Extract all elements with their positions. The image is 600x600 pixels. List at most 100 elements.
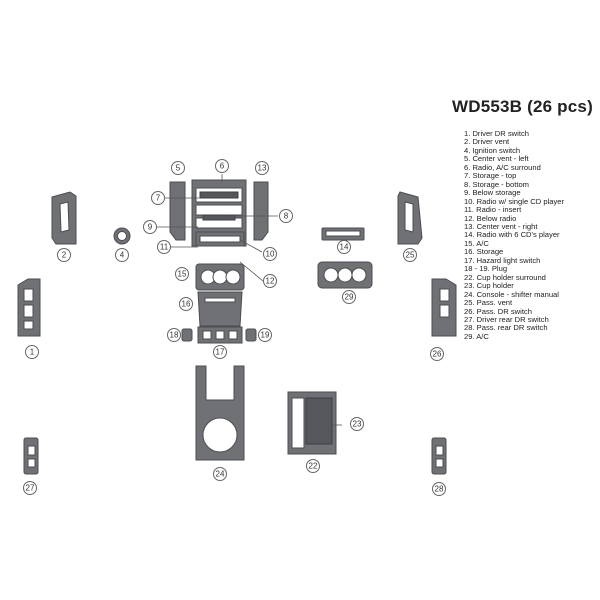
svg-text:22: 22 [309, 462, 318, 471]
callout-1: 1 [25, 345, 39, 359]
part-center-vent-right [253, 181, 269, 241]
callout-25: 25 [403, 248, 417, 262]
legend-item: 22. Cup holder surround [464, 272, 546, 282]
svg-text:15: 15 [178, 270, 187, 279]
legend-item: 24. Console - shifter manual [464, 289, 559, 299]
legend-item: 26. Pass. DR switch [464, 306, 532, 316]
svg-text:16: 16 [182, 300, 191, 309]
callout-26: 26 [430, 347, 444, 361]
legend-item: 11. Radio - insert [464, 205, 522, 215]
legend-item: 7. Storage - top [464, 171, 517, 181]
parts-legend: 1. Driver DR switch 2. Driver vent 4. Ig… [464, 129, 565, 341]
part-ac-2 [317, 261, 373, 289]
svg-text:8: 8 [284, 212, 289, 221]
callout-12: 12 [263, 274, 277, 288]
legend-item: 1. Driver DR switch [464, 129, 529, 138]
legend-item: 14. Radio with 6 CD's player [464, 230, 560, 240]
callout-8: 8 [279, 209, 293, 223]
callout-15: 15 [175, 267, 189, 281]
svg-text:7: 7 [156, 194, 161, 203]
callout-10: 10 [263, 247, 277, 261]
svg-text:19: 19 [261, 331, 270, 340]
part-ignition-switch [113, 227, 131, 245]
callout-24: 24 [213, 467, 227, 481]
legend-item: 23. Cup holder [464, 281, 514, 291]
svg-text:10: 10 [266, 250, 275, 259]
svg-text:1: 1 [30, 348, 35, 357]
callout-23: 23 [350, 417, 364, 431]
callout-6: 6 [215, 159, 229, 173]
part-ac [195, 263, 245, 291]
part-plug-left [181, 328, 193, 342]
legend-item: 13. Center vent - right [464, 221, 538, 231]
legend-item: 25. Pass. vent [464, 298, 513, 308]
svg-text:17: 17 [216, 348, 225, 357]
legend-item: 17. Hazard light switch [464, 255, 541, 265]
svg-text:26: 26 [433, 350, 442, 359]
part-hazard-light-switch [197, 326, 243, 344]
svg-text:5: 5 [176, 164, 181, 173]
part-pass-dr-switch [431, 278, 457, 337]
callout-5: 5 [171, 161, 185, 175]
svg-text:2: 2 [62, 251, 67, 260]
part-driver-rear-dr-switch [23, 437, 39, 475]
part-center-vent-left [169, 181, 186, 241]
part-plug-right [245, 328, 257, 342]
callout-2: 2 [57, 248, 71, 262]
legend-item: 4. Ignition switch [464, 145, 521, 155]
part-radio-single-cd [195, 231, 245, 247]
part-driver-dr-switch [17, 278, 41, 337]
leader-lines [157, 174, 342, 426]
legend-item: 18 - 19. Plug [464, 264, 508, 274]
svg-text:11: 11 [160, 243, 169, 252]
legend-item: 10. Radio w/ single CD player [464, 196, 565, 206]
svg-text:23: 23 [353, 420, 362, 429]
legend-item: 15. A/C [464, 238, 489, 248]
callout-16: 16 [179, 297, 193, 311]
part-pass-vent [397, 191, 423, 245]
legend-item: 2. Driver vent [464, 137, 510, 147]
legend-item: 28. Pass. rear DR switch [464, 323, 548, 333]
legend-item: 16. Storage [464, 247, 504, 257]
legend-item: 8. Storage - bottom [464, 179, 530, 189]
callout-17: 17 [213, 345, 227, 359]
callout-19: 19 [258, 328, 272, 342]
part-radio-ac-surround [191, 179, 247, 247]
legend-item: 12. Below radio [464, 213, 517, 223]
callout-13: 13 [255, 161, 269, 175]
part-storage [197, 291, 243, 327]
callout-11: 11 [157, 240, 171, 254]
callout-29: 29 [342, 290, 356, 304]
legend-item: 9. Below storage [464, 188, 521, 198]
callout-4: 4 [115, 248, 129, 262]
callout-7: 7 [151, 191, 165, 205]
svg-text:9: 9 [148, 223, 153, 232]
legend-item: 5. Center vent - left [464, 154, 529, 164]
part-console-shifter [195, 365, 245, 461]
svg-text:13: 13 [258, 164, 267, 173]
svg-text:28: 28 [435, 485, 444, 494]
part-driver-vent [51, 191, 77, 245]
svg-text:14: 14 [340, 243, 349, 252]
callout-27: 27 [23, 481, 37, 495]
svg-text:25: 25 [406, 251, 415, 260]
part-pass-rear-dr-switch [431, 437, 447, 475]
legend-item: 27. Driver rear DR switch [464, 314, 549, 324]
part-cup-holder-surround [287, 391, 337, 455]
legend-item: 6. Radio, A/C surround [464, 162, 541, 172]
svg-text:29: 29 [345, 293, 354, 302]
callout-28: 28 [432, 482, 446, 496]
svg-text:18: 18 [170, 331, 179, 340]
svg-text:6: 6 [220, 162, 225, 171]
svg-text:4: 4 [120, 251, 125, 260]
callout-22: 22 [306, 459, 320, 473]
svg-text:24: 24 [216, 470, 225, 479]
callout-9: 9 [143, 220, 157, 234]
kit-title: WD553B (26 pcs) [452, 97, 593, 116]
callout-18: 18 [167, 328, 181, 342]
legend-item: 29. A/C [464, 331, 489, 341]
callout-14: 14 [337, 240, 351, 254]
svg-text:27: 27 [26, 484, 35, 493]
svg-text:12: 12 [266, 277, 275, 286]
